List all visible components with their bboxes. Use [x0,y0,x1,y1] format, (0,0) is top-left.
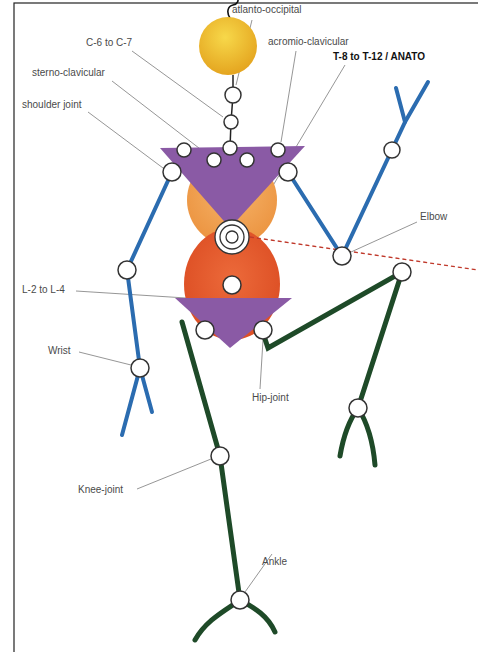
joint-label: T-8 to T-12 / ANATO [333,51,425,63]
joint-label: sterno-clavicular [32,67,105,79]
gravity-target [215,220,249,254]
joint-label: Knee-joint [78,484,123,496]
joint-label: atlanto-occipital [232,4,301,16]
frame [14,3,478,652]
arms [122,82,428,435]
joint-label: Hip-joint [252,392,289,404]
joint-label: shoulder joint [22,99,81,111]
neck [230,75,233,148]
head [199,17,257,75]
pelvis [175,298,292,348]
joint-label: Ankle [262,556,287,568]
dashed-line [250,237,478,270]
joint-label: acromio-clavicular [268,36,349,48]
joint-label: L-2 to L-4 [22,284,65,296]
joint-label: Wrist [48,345,71,357]
shoulder-girdle [160,146,305,228]
joint-circles [118,87,411,609]
leader-lines [76,20,417,592]
joint-label: Elbow [420,211,447,223]
joint-label: C-6 to C-7 [86,37,132,49]
